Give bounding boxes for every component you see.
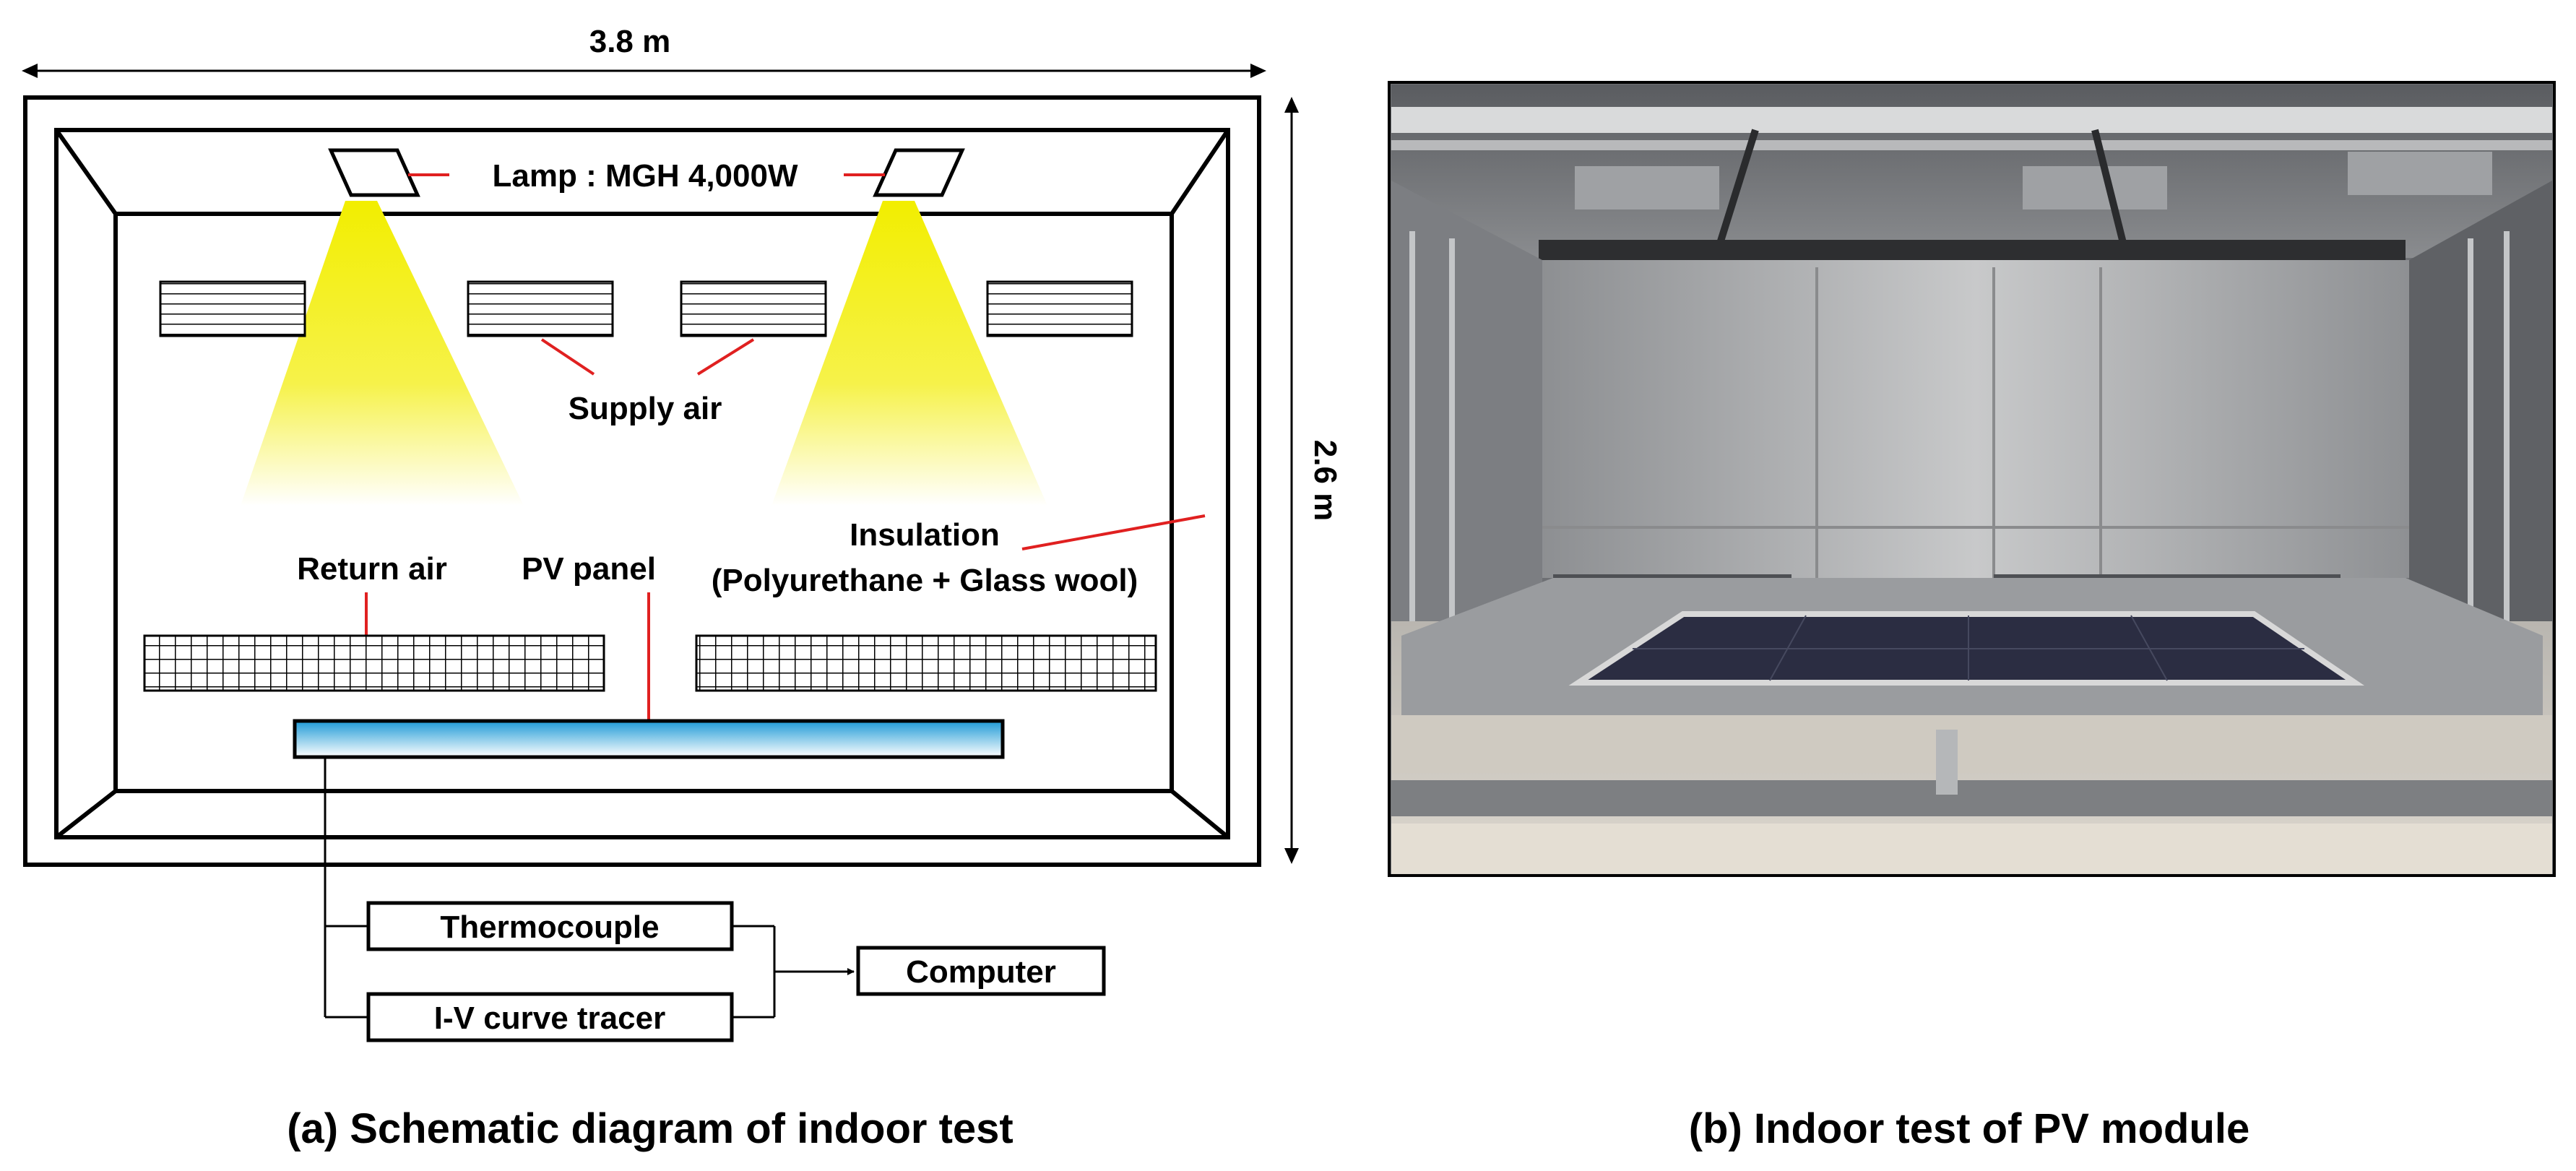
photo-front-rail xyxy=(1391,780,2552,816)
pv-panel xyxy=(293,719,1005,759)
computer-box xyxy=(856,946,1106,996)
arrowhead-up-icon xyxy=(1284,97,1299,113)
lamp-light-beam-right xyxy=(771,201,1047,506)
photo-caption: (b) Indoor test of PV module xyxy=(1689,1105,2250,1152)
iv-curve-tracer-box xyxy=(366,992,734,1042)
lamp-light-beam-left xyxy=(241,201,524,506)
thermocouple-box xyxy=(366,901,734,951)
arrowhead-down-icon xyxy=(1284,848,1299,864)
supply-air-label: Supply air xyxy=(569,391,722,426)
supply-air-leader-line xyxy=(696,338,755,376)
arrowhead-right-icon xyxy=(1250,64,1266,78)
supply-air-vent xyxy=(467,280,614,337)
photo-wall-panels xyxy=(1542,267,2409,621)
return-air-label: Return air xyxy=(297,551,447,587)
thermocouple-label: Thermocouple xyxy=(440,909,659,945)
pv-panel-label: PV panel xyxy=(522,551,656,587)
supply-air-vent xyxy=(986,280,1133,337)
arrowhead-left-icon xyxy=(22,64,38,78)
insulation-label: Insulation xyxy=(850,517,1000,553)
supply-air-leader-line xyxy=(540,338,595,376)
width-label: 3.8 m xyxy=(589,24,671,59)
photo-left-wall xyxy=(1391,181,1542,715)
supply-air-vent xyxy=(680,280,827,337)
height-dimension: 2.6 m xyxy=(1284,97,1343,864)
lamp-label: Lamp : MGH 4,000W xyxy=(493,158,798,194)
photo-front-base xyxy=(1391,824,2552,873)
insulation-leader-line xyxy=(1021,514,1206,550)
width-dimension: 3.8 m xyxy=(22,24,1266,78)
photo-right-wall xyxy=(2409,181,2552,715)
schematic-diagram: 3.8 m 2.6 m xyxy=(22,24,1343,1152)
iv-curve-tracer-label: I-V curve tracer xyxy=(434,1001,665,1036)
indoor-test-photo: (b) Indoor test of PV module xyxy=(1388,81,2556,1152)
measurement-wiring xyxy=(324,757,855,1019)
chamber-inner-space xyxy=(113,212,1174,793)
computer-label: Computer xyxy=(906,954,1056,990)
photo-back-wall xyxy=(1542,260,2409,578)
schematic-caption: (a) Schematic diagram of indoor test xyxy=(287,1105,1013,1152)
return-air-grille xyxy=(143,634,605,692)
lamp-left xyxy=(328,148,420,197)
return-air-grille xyxy=(695,634,1157,692)
supply-air-vent xyxy=(159,280,306,337)
photo-pv-module-cells xyxy=(1633,615,2304,681)
insulation-corner-lines xyxy=(54,129,1230,839)
chamber-insulation-outline xyxy=(54,128,1230,839)
chamber-outer-wall xyxy=(23,95,1261,867)
photo-front-post xyxy=(1936,730,1958,795)
insulation-material-label: (Polyurethane + Glass wool) xyxy=(712,563,1138,598)
lamp-right xyxy=(873,148,965,197)
photo-ceiling-details xyxy=(1391,107,2552,260)
height-label: 2.6 m xyxy=(1308,440,1343,522)
photo-front-ledge xyxy=(1391,715,2552,773)
